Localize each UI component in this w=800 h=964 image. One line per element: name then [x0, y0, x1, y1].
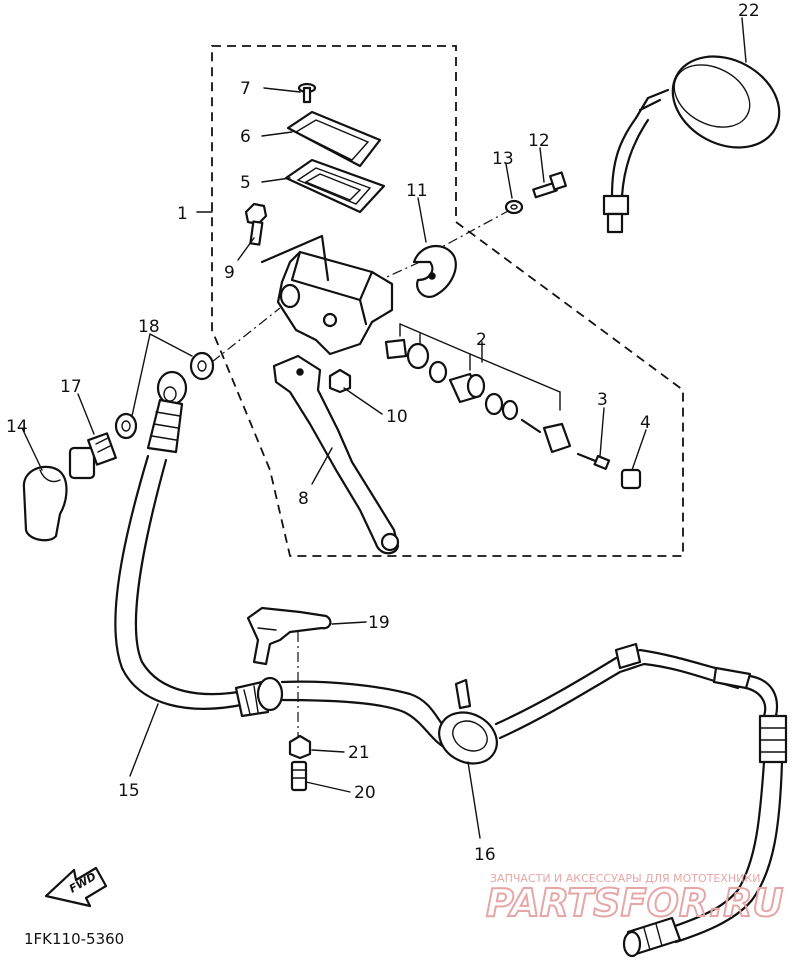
nut-part-21 [288, 734, 312, 760]
clamp-part-16 [438, 678, 498, 765]
watermark-tagline: ЗАПЧАСТИ И АКСЕССУАРЫ ДЛЯ МОТОТЕХНИКИ [490, 872, 760, 885]
master-cylinder-body [260, 234, 394, 356]
label-part-6: 6 [240, 127, 251, 147]
push-rod-part-3 [576, 452, 611, 470]
label-part-5: 5 [240, 173, 251, 193]
axis-line-11 [439, 209, 511, 249]
label-part-17: 17 [60, 377, 82, 397]
washer-part-18 [114, 351, 215, 440]
bolt-part-9 [244, 202, 268, 246]
axis-line-18 [211, 307, 281, 363]
diaphragm-part-5 [284, 158, 386, 214]
label-part-15: 15 [118, 781, 140, 801]
lever-part-8 [272, 354, 400, 555]
label-part-3: 3 [597, 390, 608, 410]
label-part-20: 20 [354, 783, 376, 803]
watermark-brand: PARTSFOR.RU [486, 881, 784, 925]
label-part-4: 4 [640, 413, 651, 433]
label-part-8: 8 [298, 489, 309, 509]
mirror-part-22 [602, 55, 781, 234]
label-part-13: 13 [492, 149, 514, 169]
leader-lines [21, 17, 747, 839]
washer-part-13 [504, 199, 524, 215]
holder-part-11 [412, 245, 457, 298]
label-part-21: 21 [348, 743, 370, 763]
hose-part-15 [114, 370, 788, 958]
fwd-arrow-icon: FWD [44, 866, 108, 908]
label-part-1: 1 [177, 204, 188, 224]
bolt-part-12 [532, 171, 567, 199]
cap-part-4 [620, 468, 642, 490]
bracket-part-18 [131, 333, 193, 417]
label-part-14: 14 [6, 417, 28, 437]
label-part-11: 11 [406, 181, 428, 201]
union-bolt-part-17 [68, 432, 117, 480]
assembly-outline [211, 45, 684, 557]
label-part-10: 10 [386, 407, 408, 427]
bolt-part-20 [290, 760, 308, 792]
label-part-12: 12 [528, 131, 550, 151]
label-part-16: 16 [474, 845, 496, 865]
reservoir-cap-part-6 [286, 110, 382, 168]
screw-part-7 [297, 82, 317, 104]
label-part-2: 2 [476, 330, 487, 350]
label-part-9: 9 [224, 263, 235, 283]
diagram-code: 1FK110-5360 [24, 930, 124, 948]
label-part-18: 18 [138, 317, 160, 337]
piston-kit-part-2 [384, 323, 572, 454]
label-part-7: 7 [240, 79, 251, 99]
bracket-part-19 [246, 606, 332, 666]
boot-part-14 [22, 465, 68, 542]
label-part-19: 19 [368, 613, 390, 633]
axis-line-body [379, 261, 421, 281]
nut-part-10 [328, 368, 352, 394]
label-part-22: 22 [738, 1, 760, 21]
